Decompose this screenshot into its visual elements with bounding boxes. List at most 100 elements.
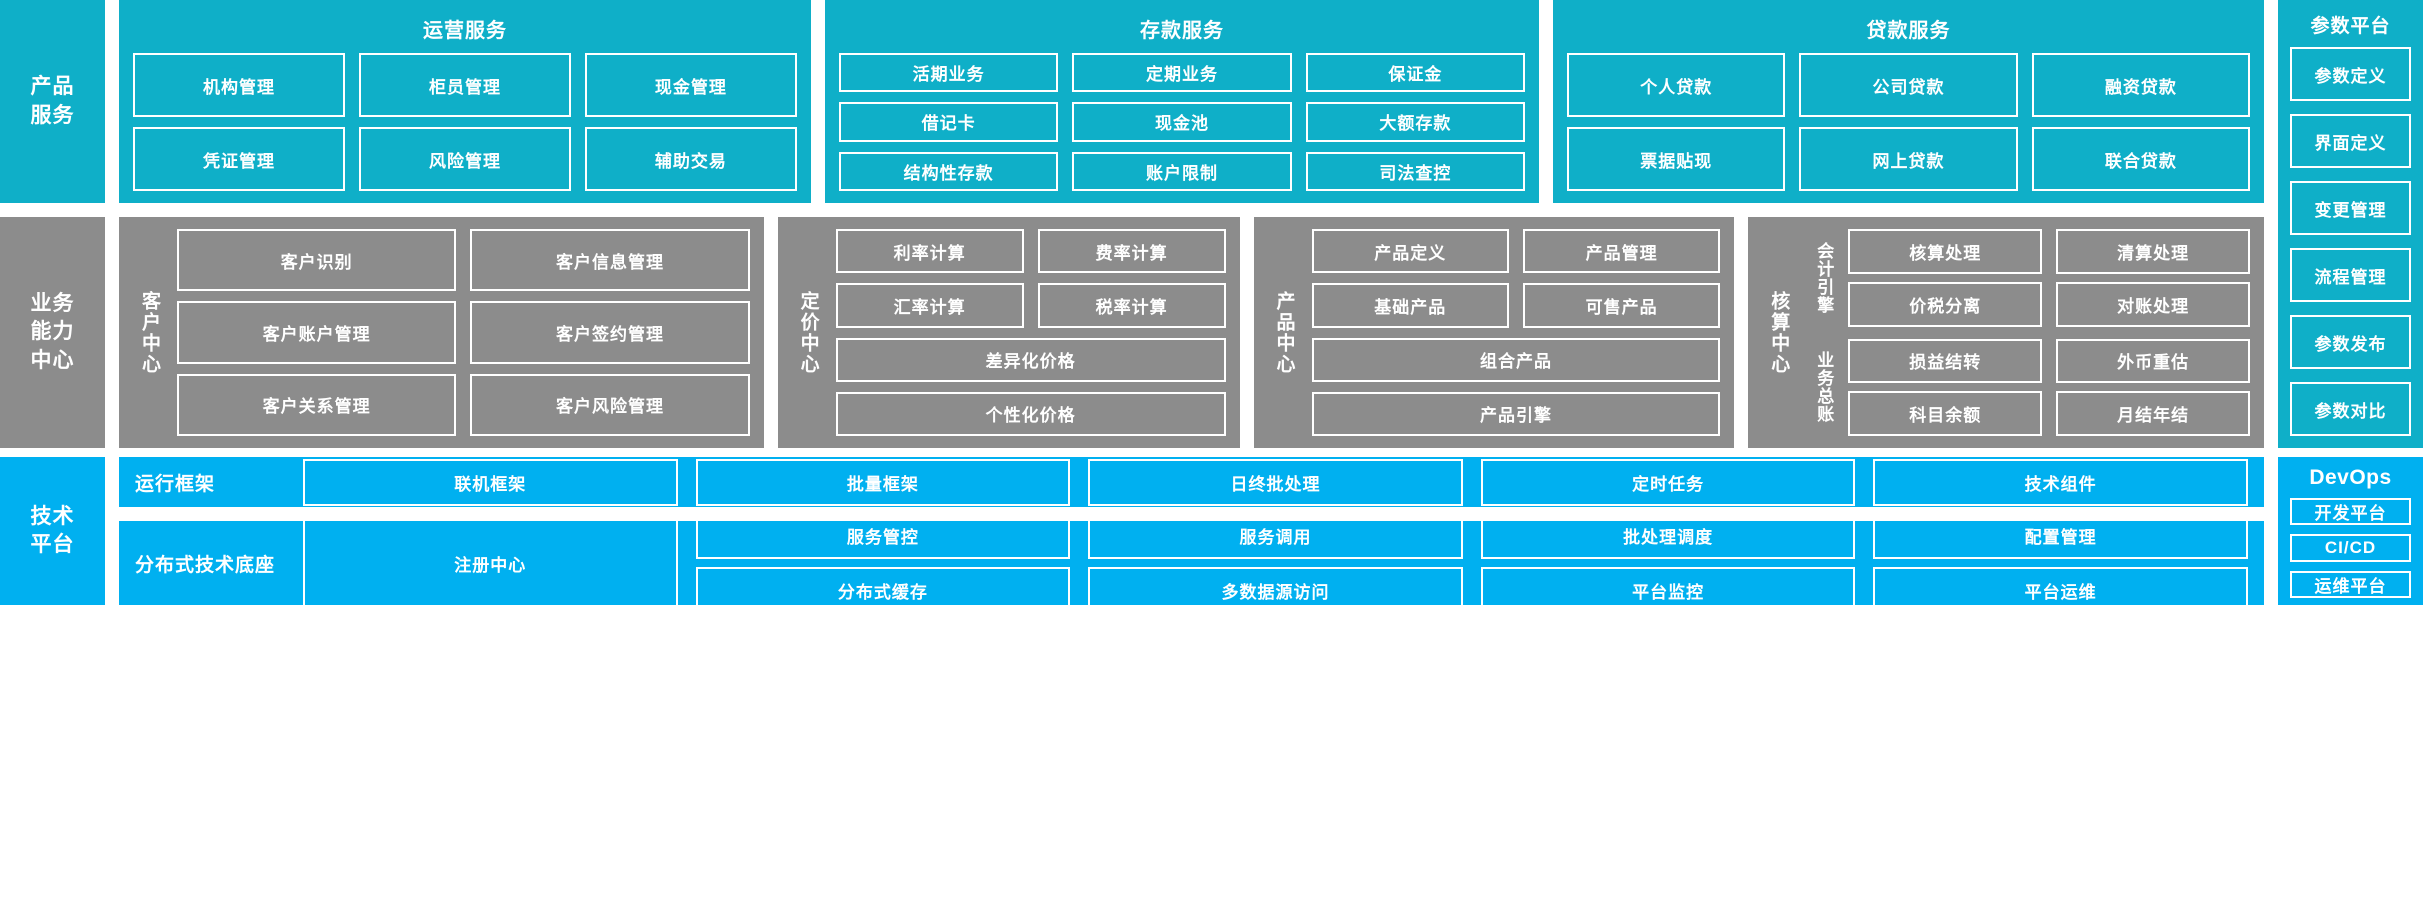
service-tile-debit-card[interactable]: 借记卡 [838, 102, 1059, 142]
center-label-accounting: 核算中心 [1768, 290, 1790, 375]
capability-tile-accounting-processing[interactable]: 核算处理 [1848, 229, 2043, 274]
group-operation-service: 运营服务 机构管理 柜员管理 现金管理 凭证管理 风险管理 辅助交易 [119, 0, 811, 203]
subgroup-accounting-engine: 会计引擎 核算处理 清算处理 价税分离 对账处理 [1806, 229, 2251, 327]
capability-tile-settlement-processing[interactable]: 清算处理 [2056, 229, 2251, 274]
service-tile-online-loan[interactable]: 网上贷款 [1799, 127, 2018, 191]
service-tile-demand-deposit[interactable]: 活期业务 [838, 53, 1059, 93]
capability-tile-price-tax-separation[interactable]: 价税分离 [1848, 281, 2043, 327]
band-technology-platform: 技术 平台 运行框架 联机框架 批量框架 日终批处理 定时任务 技术组件 分布式… [0, 457, 2423, 919]
capability-tile-customer-risk-management[interactable]: 客户风险管理 [470, 373, 750, 436]
service-tile-voucher-management[interactable]: 凭证管理 [133, 127, 345, 191]
tech-tile-registry-center[interactable]: 注册中心 [303, 512, 678, 614]
devops-tile-operations-platform[interactable]: 运维平台 [2290, 570, 2411, 598]
rail-tile-parameter-definition[interactable]: 参数定义 [2290, 47, 2411, 101]
capability-tile-customer-info-management[interactable]: 客户信息管理 [470, 229, 750, 292]
tech-tile-configuration-management[interactable]: 配置管理 [1873, 512, 2248, 559]
service-tile-financing-loan[interactable]: 融资贷款 [2031, 53, 2251, 117]
service-tile-margin-deposit[interactable]: 保证金 [1305, 53, 1526, 93]
band-label-line-2: 能力 [30, 320, 75, 344]
capability-tile-exchange-rate-calculation[interactable]: 汇率计算 [835, 283, 1024, 328]
tech-tile-batch-framework[interactable]: 批量框架 [695, 458, 1071, 506]
center-row: 客户账户管理 客户签约管理 [177, 301, 750, 364]
capability-tile-product-management[interactable]: 产品管理 [1522, 229, 1721, 274]
capability-tile-composite-product[interactable]: 组合产品 [1311, 337, 1721, 382]
tech-tile-platform-monitoring[interactable]: 平台监控 [1480, 567, 1856, 614]
tech-tile-scheduled-task[interactable]: 定时任务 [1480, 458, 1856, 506]
group-loan-service: 贷款服务 个人贷款 公司贷款 融资贷款 票据贴现 网上贷款 联合贷款 [1553, 0, 2265, 203]
rail-devops: DevOps 开发平台 CI/CD 运维平台 [2278, 457, 2423, 605]
service-tile-org-management[interactable]: 机构管理 [133, 53, 345, 117]
band-label-business-capability: 业务 能力 中心 [0, 217, 105, 448]
service-tile-teller-management[interactable]: 柜员管理 [358, 53, 571, 117]
group-row: 凭证管理 风险管理 辅助交易 [133, 127, 797, 191]
capability-tile-interest-rate-calculation[interactable]: 利率计算 [835, 229, 1024, 274]
service-tile-risk-management[interactable]: 风险管理 [358, 127, 571, 191]
service-tile-corporate-loan[interactable]: 公司贷款 [1799, 53, 2018, 117]
rail-parameter-platform: 参数平台 参数定义 界面定义 变更管理 流程管理 参数发布 参数对比 [2278, 0, 2423, 448]
group-title-deposit-service: 存款服务 [1139, 20, 1224, 42]
tech-row-label-runtime-framework: 运行框架 [135, 473, 216, 495]
capability-tile-differentiated-price[interactable]: 差异化价格 [835, 337, 1226, 382]
center-label-customer: 客户中心 [138, 290, 160, 375]
devops-tile-ci-cd[interactable]: CI/CD [2290, 534, 2411, 562]
service-tile-time-deposit[interactable]: 定期业务 [1072, 53, 1292, 93]
capability-tile-base-product[interactable]: 基础产品 [1311, 283, 1509, 328]
center-row: 基础产品 可售产品 [1311, 283, 1721, 328]
capability-tile-reconciliation-processing[interactable]: 对账处理 [2056, 281, 2251, 327]
service-tile-structured-deposit[interactable]: 结构性存款 [838, 151, 1059, 191]
rail-tile-parameter-publish[interactable]: 参数发布 [2290, 315, 2411, 369]
capability-tile-customer-relationship-management[interactable]: 客户关系管理 [177, 373, 457, 436]
subgroup-business-general-ledger: 业务总账 损益结转 外币重估 科目余额 月结年结 [1806, 338, 2251, 436]
capability-tile-fee-rate-calculation[interactable]: 费率计算 [1037, 229, 1226, 274]
rail-tile-interface-definition[interactable]: 界面定义 [2290, 114, 2411, 168]
rail-tile-change-management[interactable]: 变更管理 [2290, 181, 2411, 235]
center-pricing: 定价中心 利率计算 费率计算 汇率计算 税率计算 差异化价格 [777, 217, 1240, 448]
tech-tile-distributed-cache[interactable]: 分布式缓存 [695, 567, 1071, 614]
service-tile-account-restriction[interactable]: 账户限制 [1072, 151, 1292, 191]
tech-tile-platform-operations[interactable]: 平台运维 [1873, 567, 2248, 614]
capability-tile-profit-loss-carryover[interactable]: 损益结转 [1848, 338, 2043, 384]
service-tile-bill-discount[interactable]: 票据贴现 [1567, 127, 1786, 191]
service-tile-cash-pool[interactable]: 现金池 [1072, 102, 1292, 142]
tech-tile-batch-scheduling[interactable]: 批处理调度 [1480, 512, 1856, 559]
capability-tile-customer-identification[interactable]: 客户识别 [177, 229, 457, 292]
capability-tile-month-year-end-closing[interactable]: 月结年结 [2056, 391, 2251, 436]
rail-title-parameter-platform: 参数平台 [2310, 16, 2391, 37]
service-tile-personal-loan[interactable]: 个人贷款 [1567, 53, 1786, 117]
rail-tile-process-management[interactable]: 流程管理 [2290, 248, 2411, 302]
capability-tile-product-definition[interactable]: 产品定义 [1311, 229, 1509, 274]
tech-tile-end-of-day-batch[interactable]: 日终批处理 [1088, 458, 1463, 506]
center-row: 产品定义 产品管理 [1311, 229, 1721, 274]
tech-tile-online-framework[interactable]: 联机框架 [303, 458, 678, 506]
upper-main-column: 产品 服务 运营服务 机构管理 柜员管理 现金管理 凭证管理 [0, 0, 2265, 448]
rail-tile-parameter-compare[interactable]: 参数对比 [2290, 382, 2411, 436]
service-tile-syndicated-loan[interactable]: 联合贷款 [2031, 127, 2251, 191]
tech-tile-service-invocation[interactable]: 服务调用 [1088, 512, 1463, 559]
center-product: 产品中心 产品定义 产品管理 基础产品 可售产品 组合产品 [1253, 217, 1735, 448]
band-label-line-1: 产品 [30, 75, 75, 99]
center-row: 个性化价格 [835, 391, 1226, 436]
tech-tile-service-governance[interactable]: 服务管控 [695, 512, 1071, 559]
service-tile-cash-management[interactable]: 现金管理 [584, 53, 797, 117]
capability-tile-account-balance[interactable]: 科目余额 [1848, 391, 2043, 436]
capability-tile-sellable-product[interactable]: 可售产品 [1522, 283, 1721, 328]
devops-tile-development-platform[interactable]: 开发平台 [2290, 498, 2411, 526]
tech-tile-technical-component[interactable]: 技术组件 [1873, 458, 2248, 506]
capability-tile-customer-account-management[interactable]: 客户账户管理 [177, 301, 457, 364]
center-row: 客户识别 客户信息管理 [177, 229, 750, 292]
service-tile-judicial-control[interactable]: 司法查控 [1305, 151, 1526, 191]
band-label-line-2: 平台 [30, 533, 75, 556]
service-tile-large-deposit[interactable]: 大额存款 [1305, 102, 1526, 142]
capability-tile-product-engine[interactable]: 产品引擎 [1311, 391, 1721, 436]
service-tile-auxiliary-transaction[interactable]: 辅助交易 [584, 127, 797, 191]
capability-tile-foreign-currency-revaluation[interactable]: 外币重估 [2056, 338, 2251, 384]
subgroup-label-business-general-ledger: 业务总账 [1814, 351, 1834, 424]
center-accounting: 核算中心 会计引擎 核算处理 清算处理 价税分离 [1748, 217, 2264, 448]
group-row: 机构管理 柜员管理 现金管理 [133, 53, 797, 117]
capability-tile-tax-rate-calculation[interactable]: 税率计算 [1037, 283, 1226, 328]
capability-tile-personalized-price[interactable]: 个性化价格 [835, 391, 1226, 436]
band-business-capability: 业务 能力 中心 客户中心 客户识别 客户信息管理 客户账户管理 [0, 217, 2264, 448]
band-label-line-1: 业务 [30, 291, 75, 315]
tech-tile-multi-datasource-access[interactable]: 多数据源访问 [1088, 567, 1463, 614]
capability-tile-customer-contract-management[interactable]: 客户签约管理 [470, 301, 750, 364]
